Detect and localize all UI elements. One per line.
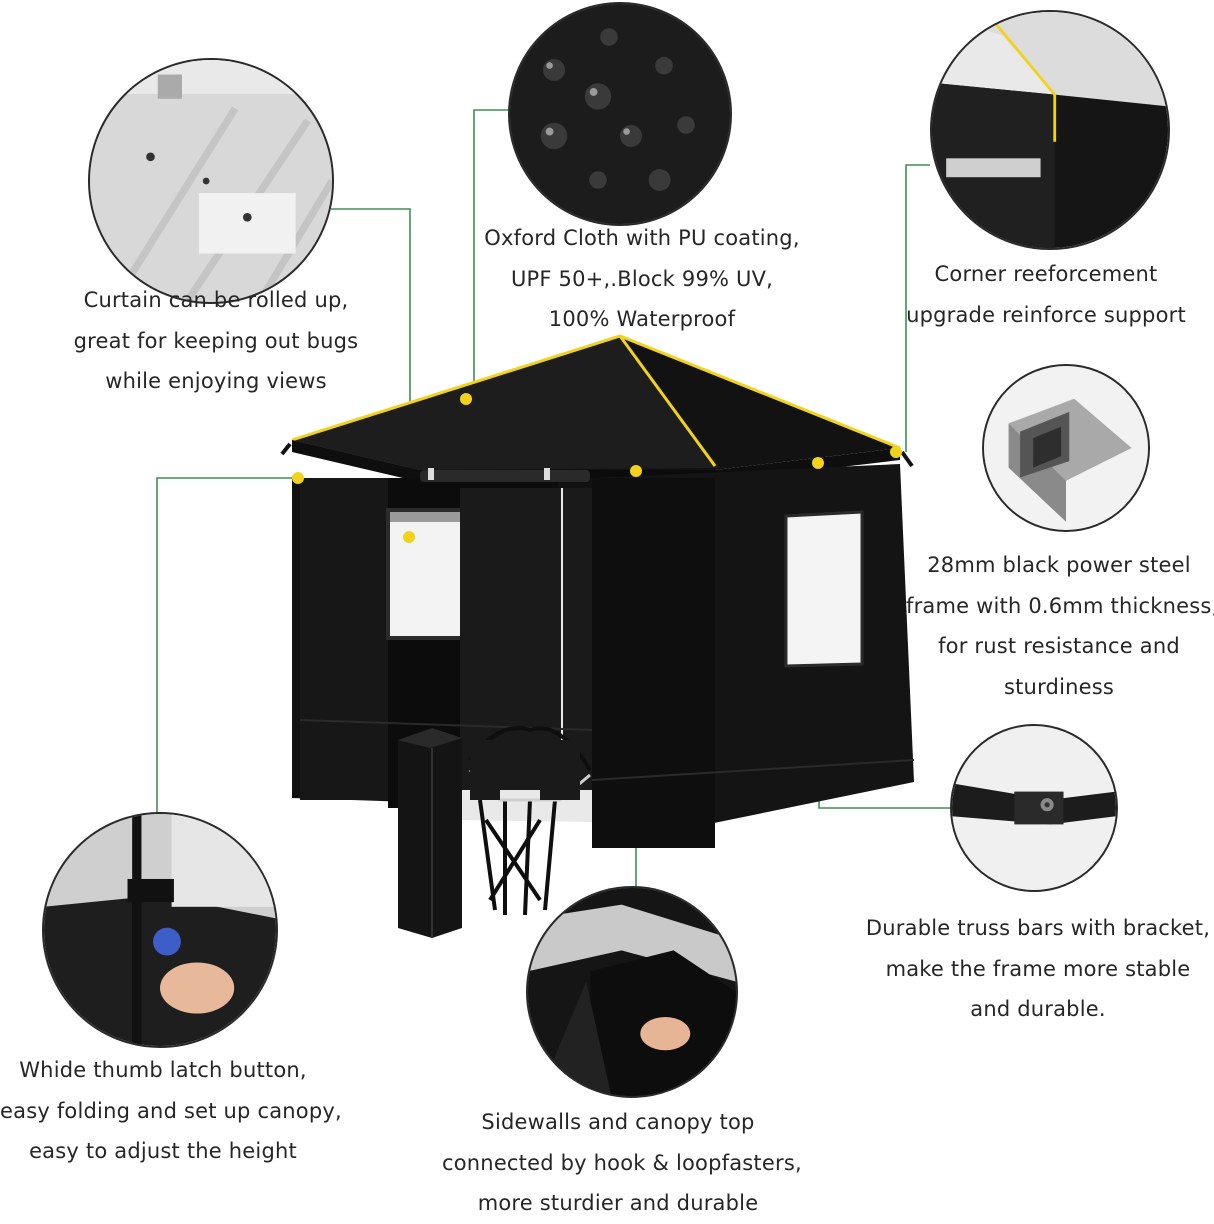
truss-detail-circle (950, 724, 1118, 892)
leader-line-corner (905, 164, 930, 452)
steel-caption-line-1: 28mm black power steel (927, 553, 1191, 577)
steel-detail-circle (982, 364, 1150, 532)
hook-detail-circle (526, 886, 738, 1098)
curtain-caption-line-2: great for keeping out bugs (73, 328, 359, 353)
latch-caption-line-1: Whide thumb latch button, (19, 1058, 307, 1082)
corner-caption: Corner reeforcement upgrade reinforce su… (888, 254, 1204, 335)
oxford-caption-line-3: 100% Waterproof (548, 307, 736, 331)
folded-frame (468, 726, 592, 916)
curtain-caption-line-3: while enjoying views (105, 369, 327, 393)
hook-loop-fastener-icon (528, 888, 736, 1096)
hook-caption: Sidewalls and canopy top connected by ho… (442, 1102, 802, 1224)
thumb-latch-icon (44, 814, 276, 1046)
dot-wall-join (630, 465, 642, 477)
corner-caption-line-1: Corner reeforcement (934, 262, 1158, 286)
hook-caption-line-3: more sturdier and durable (477, 1191, 759, 1215)
corner-detail-circle (930, 10, 1170, 250)
waterproof-fabric-icon (510, 4, 730, 224)
latch-detail-circle (42, 812, 278, 1048)
hook-caption-line-1: Sidewalls and canopy top (481, 1110, 755, 1134)
latch-caption: Whide thumb latch button, easy folding a… (0, 1050, 342, 1172)
dot-window (403, 531, 415, 543)
square-steel-tube-icon (984, 366, 1148, 530)
truss-bracket-icon (952, 726, 1116, 890)
right-window (784, 510, 864, 668)
leader-line-latch (156, 477, 298, 815)
leader-line-oxford (473, 109, 520, 398)
dot-right-wall (812, 457, 824, 469)
oxford-caption-line-2: UPF 50+,.Block 99% UV, (510, 266, 774, 291)
dot-right-corner (890, 446, 902, 458)
latch-caption-line-3: easy to adjust the height (29, 1139, 297, 1163)
corner-reinforcement-icon (932, 12, 1168, 248)
hook-caption-line-2: connected by hook & loopfasters, (442, 1150, 802, 1175)
truss-caption-line-3: and durable. (970, 997, 1106, 1021)
curtain-detail-circle (88, 58, 334, 304)
steel-caption: 28mm black power steel frame with 0.6mm … (906, 545, 1214, 707)
mesh-curtain-icon (90, 60, 332, 302)
truss-caption: Durable truss bars with bracket, make th… (864, 908, 1212, 1030)
steel-caption-line-3: for rust resistance and (938, 634, 1180, 658)
oxford-detail-circle (508, 2, 732, 226)
truss-caption-line-2: make the frame more stable (885, 956, 1191, 981)
steel-caption-line-4: sturdiness (1003, 674, 1115, 699)
dot-left-corner (292, 472, 304, 484)
latch-caption-line-2: easy folding and set up canopy, (0, 1098, 342, 1123)
left-sidewall (292, 468, 593, 822)
dot-roof (460, 393, 472, 405)
carry-bag (398, 728, 462, 938)
oxford-caption: Oxford Cloth with PU coating, UPF 50+,.B… (452, 218, 832, 340)
curtain-caption-line-1: Curtain can be rolled up, (83, 288, 349, 312)
corner-caption-line-2: upgrade reinforce support (906, 302, 1186, 327)
oxford-caption-line-1: Oxford Cloth with PU coating, (484, 226, 800, 250)
steel-caption-line-2: frame with 0.6mm thickness, (906, 593, 1214, 618)
callout-dots (292, 393, 902, 543)
right-sidewall (591, 464, 915, 848)
curtain-caption: Curtain can be rolled up, great for keep… (46, 280, 386, 402)
truss-caption-line-1: Durable truss bars with bracket, (865, 916, 1211, 940)
